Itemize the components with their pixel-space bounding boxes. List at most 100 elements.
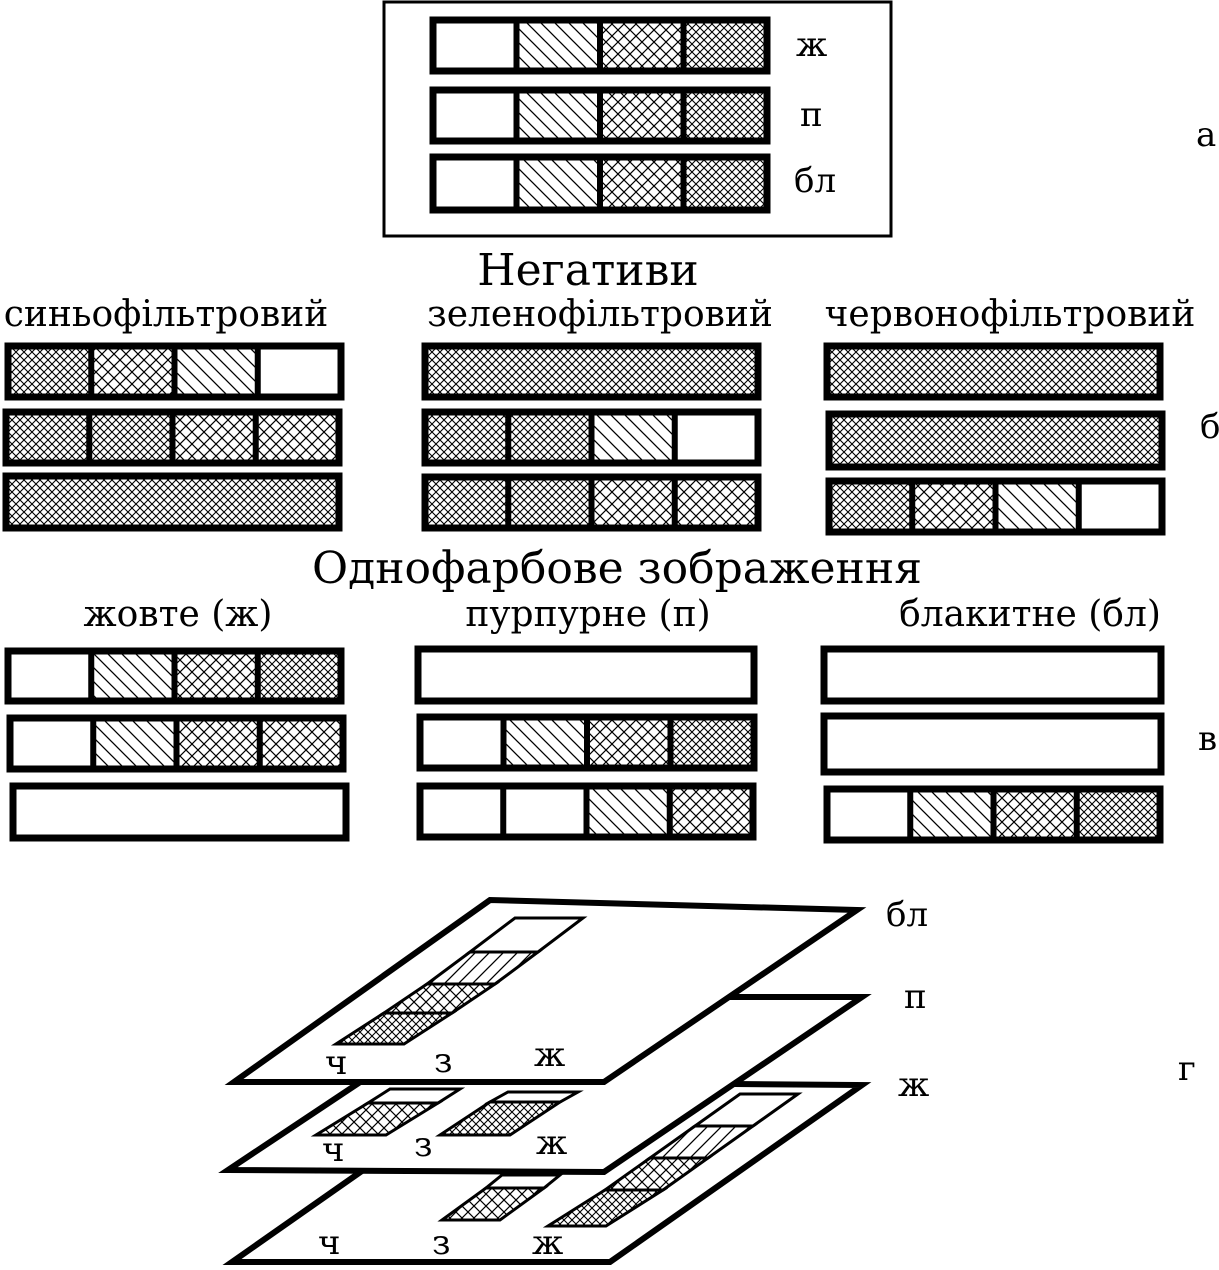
mono-magenta-row2-cell [587, 717, 671, 768]
neg-blue-row2-cell [89, 412, 173, 463]
strip-yellow-cell [600, 20, 684, 71]
mono-cyan-label: блакитне (бл) [899, 594, 1161, 635]
negative-green-label: зеленофільтровий [427, 294, 773, 335]
neg-blue-row2-cell [6, 412, 90, 463]
mono-yellow-row2-cell [259, 718, 343, 769]
mono-magenta-row2-border [416, 713, 758, 772]
neg-red-row3-cell [912, 481, 996, 532]
zone-label-yellow-mid: ж [536, 1123, 567, 1163]
strip-cyan-border [429, 153, 771, 214]
strip-yellow-cell [683, 20, 767, 71]
neg-blue-row1-border [4, 342, 345, 401]
neg-green-row2 [421, 408, 762, 467]
strip-yellow-cell [516, 20, 600, 71]
mono-cyan-row3-border [823, 785, 1164, 844]
neg-red-row3-cell [829, 481, 913, 532]
strip-cyan-cell [433, 157, 517, 210]
mono-yellow-row2 [6, 714, 347, 773]
mono-cyan-row3-cell [827, 789, 911, 840]
zone-label-green-top: з [434, 1041, 453, 1081]
mono-cyan-row3-cell [910, 789, 994, 840]
zone-label-green-mid: з [414, 1125, 433, 1165]
neg-green-row2-border [421, 408, 762, 467]
neg-red-row1 [823, 342, 1164, 401]
strip-magenta-cell [683, 90, 767, 141]
strip-label-cyan: бл [794, 161, 836, 201]
neg-red-row2 [825, 410, 1166, 471]
neg-blue-row3-cell [6, 476, 339, 528]
strip-magenta-cell [516, 90, 600, 141]
panel-b: Негативи синьофільтровий зеленофільтрови… [2, 245, 1219, 536]
zone-label-black-top: ч [325, 1043, 347, 1083]
neg-blue-row1 [4, 342, 345, 401]
neg-blue-row2-cell [172, 412, 256, 463]
panel-a-letter: а [1196, 115, 1216, 155]
negative-blue-label: синьофільтровий [4, 294, 328, 335]
mono-yellow-row1-cell [91, 651, 175, 701]
neg-blue-row1-cell [8, 346, 92, 397]
plate-magenta-strips [310, 1087, 584, 1137]
panel-v-letter: в [1198, 719, 1217, 759]
mono-yellow-row1-cell [8, 651, 92, 701]
panel-b-letter: б [1200, 407, 1219, 447]
neg-green-row3-border [421, 473, 762, 532]
mono-yellow-row2-cell [176, 718, 260, 769]
neg-blue-row1-cell [91, 346, 175, 397]
panel-a-frame [382, 0, 893, 238]
strip-cyan-cell [683, 157, 767, 210]
mono-magenta-row2-cell [670, 717, 754, 768]
mono-cyan-row2 [820, 712, 1165, 776]
mono-magenta-row3-cell [586, 786, 670, 837]
mono-cyan-row2-cell [824, 716, 1161, 772]
strip-cyan-cell [600, 157, 684, 210]
mono-yellow-row2-border [6, 714, 347, 773]
mono-magenta-label: пурпурне (п) [465, 594, 710, 635]
zone-label-green-bot: з [432, 1223, 451, 1263]
mono-yellow-row2-cell [93, 718, 177, 769]
neg-green-row2-cell [591, 412, 675, 463]
plate-label-magenta: п [904, 977, 927, 1017]
neg-green-row3-cell [674, 477, 758, 528]
mono-yellow-label: жовте (ж) [84, 594, 273, 635]
mono-magenta-row2 [416, 713, 758, 772]
mono-magenta-row1 [414, 645, 758, 705]
neg-red-row3-border [825, 477, 1166, 536]
strip-label-magenta: п [800, 95, 823, 135]
neg-green-row1 [421, 342, 762, 401]
mono-cyan-row1-border [820, 645, 1165, 705]
strip-yellow [429, 16, 771, 75]
mono-cyan-row1-cell [824, 649, 1161, 701]
neg-green-row2-cell [674, 412, 758, 463]
mono-yellow-row2-cell [10, 718, 94, 769]
mono-magenta-row1-border [414, 645, 758, 705]
strip-cyan [429, 153, 771, 214]
neg-red-row3-cell [1078, 481, 1162, 532]
mono-yellow-row3-border [9, 782, 350, 842]
strip-label-yellow: ж [796, 25, 827, 65]
neg-blue-row2-border [2, 408, 343, 467]
neg-green-row3 [421, 473, 762, 532]
mono-magenta-row3-cell [503, 786, 587, 837]
mono-magenta-row3 [416, 782, 757, 841]
strip-magenta-border [429, 86, 771, 145]
strip-magenta-cell [433, 90, 517, 141]
zone-label-black-bot: ч [318, 1223, 340, 1263]
mono-magenta-row3-cell [420, 786, 504, 837]
neg-blue-row1-cell [257, 346, 341, 397]
mono-yellow-row1 [4, 647, 345, 705]
neg-red-row2-border [825, 410, 1166, 471]
mono-magenta-row2-cell [503, 717, 587, 768]
strip-yellow-border [429, 16, 771, 75]
neg-green-row1-border [421, 342, 762, 401]
mono-yellow-row3 [9, 782, 350, 842]
neg-red-row1-cell [827, 346, 1160, 397]
zone-label-yellow-top: ж [534, 1035, 565, 1075]
neg-green-row3-cell [591, 477, 675, 528]
neg-red-row3 [825, 477, 1166, 536]
negatives-title: Негативи [477, 245, 698, 296]
mono-magenta-row3-border [416, 782, 757, 841]
zone-label-black-mid: ч [322, 1130, 344, 1170]
mono-yellow-row3-cell [13, 786, 346, 838]
mono-magenta-row1-cell [418, 649, 754, 701]
